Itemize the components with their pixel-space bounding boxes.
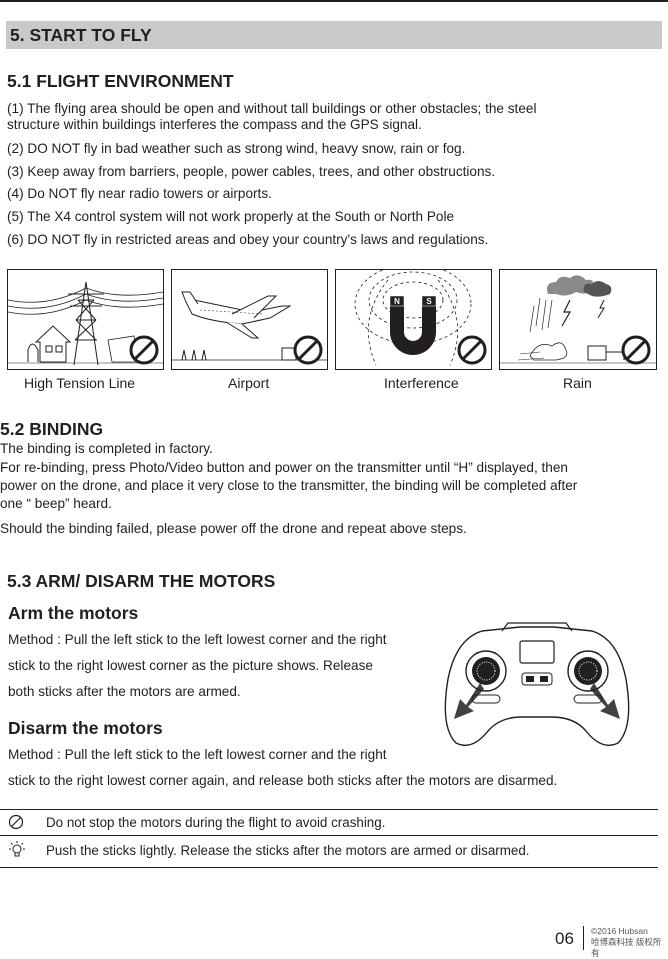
page-number: 06 [555, 929, 574, 948]
top-rule [0, 0, 668, 2]
binding-line-5: Should the binding failed, please power … [0, 521, 467, 536]
caption-rain: Rain [563, 375, 592, 391]
tip-rule-top [0, 809, 658, 810]
env-item-1b: structure within buildings interferes th… [7, 117, 422, 132]
airport-illustration [171, 269, 328, 370]
binding-line-1: The binding is completed in factory. [0, 441, 213, 456]
no-fly-icon [293, 335, 323, 365]
footer-divider [583, 926, 584, 950]
section-header: 5. START TO FLY [6, 21, 662, 49]
env-item-1a: (1) The flying area should be open and w… [7, 101, 537, 116]
flight-environment-heading: 5.1 FLIGHT ENVIRONMENT [7, 71, 234, 91]
caption-high-tension-line: High Tension Line [24, 375, 136, 391]
caption-interference: Interference [384, 375, 459, 391]
env-item-3: (3) Keep away from barriers, people, pow… [7, 164, 496, 179]
magnet-north-label: N [394, 297, 400, 306]
copyright-block: ©2016 Hubsan 哈博森科技 版权所有 [591, 926, 668, 959]
tip-rule-middle [0, 835, 658, 836]
transmitter-illustration [444, 622, 630, 746]
company-text: 哈博森科技 版权所有 [591, 937, 662, 958]
binding-line-4: one “ beep” heard. [0, 496, 112, 511]
lightbulb-icon [9, 841, 25, 857]
interference-illustration: N S [335, 269, 492, 370]
high-tension-line-illustration [7, 269, 164, 370]
section-title: 5. START TO FLY [10, 25, 152, 45]
no-fly-icon [457, 335, 487, 365]
disarm-line-2: stick to the right lowest corner again, … [8, 773, 558, 788]
binding-heading: 5.2 BINDING [0, 419, 104, 439]
disarm-motors-title: Disarm the motors [8, 718, 163, 738]
caption-airport: Airport [228, 375, 270, 391]
binding-line-3: power on the drone, and place it very cl… [0, 478, 578, 493]
no-fly-icon [621, 335, 651, 365]
tip-rule-bottom [0, 867, 658, 868]
arm-disarm-heading: 5.3 ARM/ DISARM THE MOTORS [7, 571, 276, 591]
arm-line-1: Method : Pull the left stick to the left… [8, 632, 387, 647]
env-item-5: (5) The X4 control system will not work … [7, 209, 455, 224]
arm-line-2: stick to the right lowest corner as the … [8, 658, 373, 673]
arm-motors-title: Arm the motors [8, 603, 139, 623]
env-item-4: (4) Do NOT fly near radio towers or airp… [7, 186, 272, 201]
magnet-south-label: S [426, 297, 432, 306]
rain-illustration [499, 269, 657, 370]
env-item-2: (2) DO NOT fly in bad weather such as st… [7, 141, 466, 156]
no-fly-icon [129, 335, 159, 365]
prohibited-icon [8, 814, 24, 830]
tip-text-1: Do not stop the motors during the flight… [46, 815, 386, 830]
arm-line-3: both sticks after the motors are armed. [8, 684, 241, 699]
binding-line-2: For re-binding, press Photo/Video button… [0, 460, 568, 475]
tip-text-2: Push the sticks lightly. Release the sti… [46, 843, 530, 858]
disarm-line-1: Method : Pull the left stick to the left… [8, 747, 387, 762]
copyright-text: ©2016 Hubsan [591, 926, 648, 936]
env-item-6: (6) DO NOT fly in restricted areas and o… [7, 232, 489, 247]
